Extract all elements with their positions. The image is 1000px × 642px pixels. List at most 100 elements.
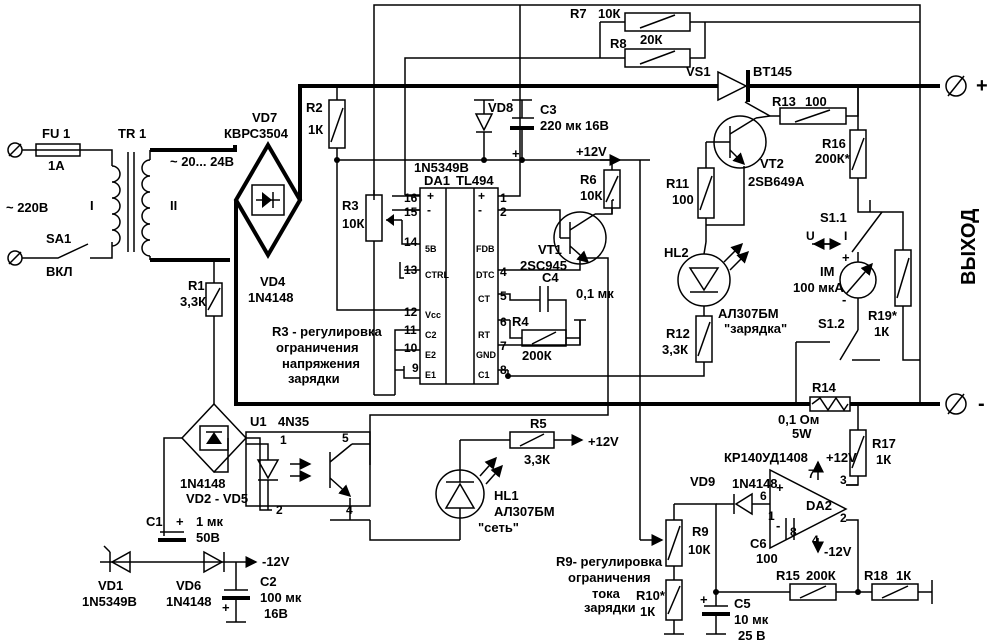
svg-text:+: +: [842, 250, 850, 265]
led-hl1: HL1 АЛ307БМ "сеть": [435, 440, 555, 540]
r1-label: R1: [188, 278, 205, 293]
vd2-vd5-name: VD2 - VD5: [186, 491, 248, 506]
output-label: ВЫХОД: [958, 209, 980, 285]
r14-label: R14: [812, 380, 837, 395]
r5-value: 3,3К: [524, 452, 550, 467]
r18-value: 1К: [896, 568, 911, 583]
meter-im: + - IM 100 мкА: [793, 250, 877, 330]
svg-text:Vcc: Vcc: [425, 310, 441, 320]
vd7-label: VD7: [252, 110, 277, 125]
zener-vd1: VD1 1N5349B: [82, 545, 137, 609]
r9-label: R9: [692, 524, 709, 539]
vt2-part: 2SB649A: [748, 174, 805, 189]
r1-value: 3,3К: [180, 294, 206, 309]
hl2-part: АЛ307БМ: [718, 306, 779, 321]
resistor-r4: R4 200К: [509, 314, 586, 363]
r14-power: 5W: [792, 426, 812, 441]
c2-voltage: 16В: [264, 606, 288, 621]
im-value: 100 мкА: [793, 280, 844, 295]
s11-u: U: [806, 229, 815, 243]
diode-vd9: VD9 1N4148: [690, 474, 778, 516]
da2-label: DA2: [806, 498, 832, 513]
resistor-r19: [894, 249, 912, 307]
da1-part: TL494: [456, 173, 494, 188]
minus12-label: -12V: [262, 554, 290, 569]
vd2-vd5-part: 1N4148: [180, 476, 226, 491]
svg-text:9: 9: [412, 361, 419, 375]
vd1-label: VD1: [98, 578, 123, 593]
r3-note-1: R3 - регулировка: [272, 324, 382, 339]
output-terminal-plus: +: [945, 75, 988, 97]
optocoupler-u1: U1 4N35 1 2 5 4: [245, 414, 371, 520]
r9-value: 10К: [688, 542, 710, 557]
hl2-description: "зарядка": [724, 321, 787, 336]
opamp-da2: DA2 КР140УД1408 + - 7 6 3 1 8 4 2 +12V -…: [724, 450, 857, 559]
capacitor-c3: C3 220 мк 16В +: [510, 99, 609, 161]
svg-text:+: +: [776, 480, 784, 495]
resistor-r8: [624, 48, 691, 68]
plus12-r5: +12V: [588, 434, 619, 449]
vd8-label: VD8: [488, 100, 513, 115]
r16-label: R16: [822, 136, 846, 151]
svg-text:DTC: DTC: [476, 270, 495, 280]
svg-text:+: +: [512, 146, 520, 161]
svg-text:3: 3: [840, 473, 847, 487]
svg-text:4: 4: [346, 503, 353, 517]
r7-label: R7: [570, 6, 587, 21]
tr1-winding-1: I: [90, 198, 94, 213]
r8-value: 20К: [640, 32, 662, 47]
secondary-bus: [150, 145, 237, 152]
capacitor-c5: + C5 10 мк 25 В: [700, 592, 769, 642]
r6-label: R6: [580, 172, 597, 187]
vd9-label: VD9: [690, 474, 715, 489]
transformer-tr1: TR 1 I II: [90, 126, 177, 260]
resistor-r12: [695, 315, 713, 363]
tr1-winding-2: II: [170, 198, 177, 213]
r9-note-3: тока: [592, 586, 621, 601]
tr1-label: TR 1: [118, 126, 146, 141]
c6-label: C6: [750, 536, 767, 551]
resistor-r18: R18 1К: [858, 568, 933, 604]
hl1-part: АЛ307БМ: [494, 504, 555, 519]
svg-text:5: 5: [342, 431, 349, 445]
svg-text:1: 1: [280, 433, 287, 447]
s11-i: I: [844, 229, 847, 243]
r12-label: R12: [666, 326, 690, 341]
r16-value: 200К*: [815, 151, 851, 166]
resistor-r11: [697, 167, 715, 219]
im-label: IM: [820, 264, 834, 279]
da2-part: КР140УД1408: [724, 450, 808, 465]
svg-text:1: 1: [768, 509, 775, 523]
c4-label: C4: [542, 270, 559, 285]
fu1-label: FU 1: [42, 126, 70, 141]
r13-value: 100: [805, 94, 827, 109]
r13-label: R13: [772, 94, 796, 109]
s11-label: S1.1: [820, 210, 847, 225]
r17-value: 1К: [876, 452, 891, 467]
negative-bus: [234, 200, 810, 406]
vd8-part: 1N5349B: [414, 160, 469, 175]
svg-text:6: 6: [760, 489, 767, 503]
resistor-r13: [779, 107, 847, 125]
resistor-r10: R10* 1К: [636, 566, 684, 635]
vt1-part: 2SC945: [520, 258, 567, 273]
led-hl2: HL2 АЛ307БМ "зарядка": [664, 241, 787, 336]
svg-text:-: -: [427, 203, 431, 217]
svg-text:C2: C2: [425, 330, 437, 340]
svg-text:5B: 5B: [425, 244, 437, 254]
r14-value: 0,1 Ом: [778, 412, 819, 427]
hl1-label: HL1: [494, 488, 519, 503]
svg-text:+: +: [700, 592, 708, 607]
capacitor-c2: C2 100 мк 16В +: [222, 562, 302, 623]
r19-value: 1К: [874, 324, 889, 339]
vd4-label: VD4: [260, 274, 286, 289]
r9-note-1: R9- регулировка: [556, 554, 663, 569]
s12-label: S1.2: [818, 316, 845, 331]
resistor-r1: [205, 282, 223, 317]
vt2-label: VT2: [760, 156, 784, 171]
resistor-r17: [849, 429, 867, 477]
switch-s1-1: S1.1 U I: [806, 200, 883, 253]
c2-label: C2: [260, 574, 277, 589]
svg-text:16: 16: [404, 191, 418, 205]
